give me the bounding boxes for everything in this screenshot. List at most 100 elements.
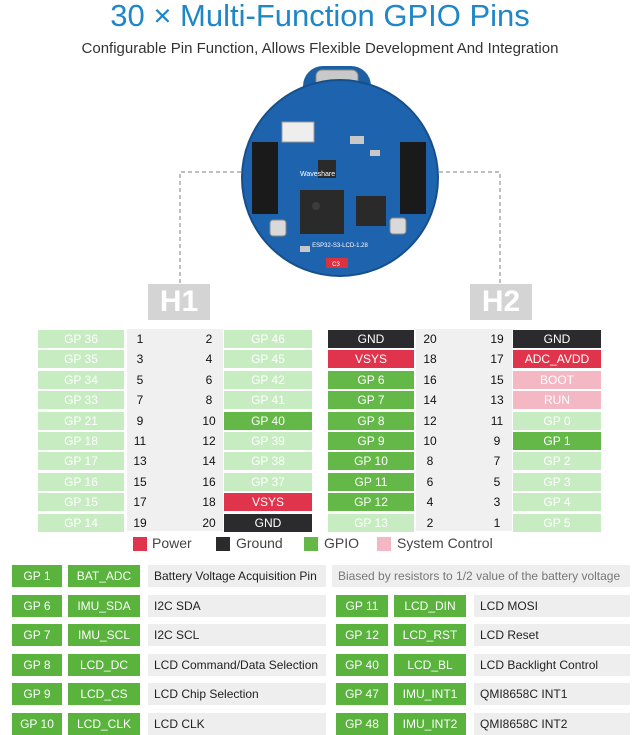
h1-pin-label: GP 40 bbox=[224, 411, 312, 430]
legend-swatch bbox=[377, 537, 391, 551]
function-pin: GP 11 bbox=[336, 594, 388, 617]
h1-pin-number: 20 bbox=[202, 515, 216, 530]
h2-pin-number: 6 bbox=[426, 474, 434, 489]
h1-pin-number: 8 bbox=[205, 393, 213, 408]
h2-pin-number: 18 bbox=[423, 352, 437, 367]
page-subtitle: Configurable Pin Function, Allows Flexib… bbox=[81, 40, 559, 57]
h1-pin-label: GP 16 bbox=[38, 472, 124, 491]
h1-pin-label: GP 37 bbox=[224, 472, 312, 491]
h2-pin-label: GND bbox=[328, 330, 414, 348]
h2-pin-number: 14 bbox=[423, 393, 437, 408]
legend-label: Ground bbox=[236, 535, 283, 551]
h1-pin-label: VSYS bbox=[224, 493, 312, 512]
function-name: IMU_INT1 bbox=[394, 683, 466, 706]
h1-pin-number: 9 bbox=[136, 413, 144, 428]
h2-pin-number: 2 bbox=[426, 515, 434, 530]
h1-pin-number: 1 bbox=[136, 332, 144, 346]
h2-pin-label: GP 7 bbox=[328, 391, 414, 410]
function-description: LCD Reset bbox=[474, 624, 630, 647]
h2-header-pins bbox=[400, 142, 426, 214]
h1-pin-number: 18 bbox=[202, 495, 216, 510]
function-pin: GP 9 bbox=[12, 683, 62, 706]
h2-pin-label: GP 0 bbox=[513, 411, 601, 430]
function-name: LCD_RST bbox=[394, 624, 466, 647]
h1-pin-label: GP 46 bbox=[224, 330, 312, 348]
h2-pin-number: 12 bbox=[423, 413, 437, 428]
logo-text: Waveshare bbox=[300, 171, 335, 178]
h2-pin-number: 16 bbox=[423, 372, 437, 387]
h2-pin-number: 9 bbox=[493, 434, 501, 448]
boot-button bbox=[269, 219, 287, 237]
h1-pin-number: 13 bbox=[133, 454, 147, 469]
h1-pin-number: 17 bbox=[133, 495, 147, 510]
h1-pin-label: GP 42 bbox=[224, 370, 312, 389]
h2-pin-label: BOOT bbox=[513, 370, 601, 389]
h1-pin-label: GP 39 bbox=[224, 432, 312, 450]
function-pin: GP 1 bbox=[12, 565, 62, 587]
function-description: I2C SCL bbox=[148, 624, 326, 647]
function-name: IMU_SCL bbox=[68, 624, 140, 647]
h2-pin-number: 19 bbox=[490, 332, 504, 346]
function-description: LCD Command/Data Selection bbox=[148, 653, 326, 676]
h1-pin-label: GP 45 bbox=[224, 350, 312, 369]
h1-pin-label: GP 38 bbox=[224, 452, 312, 471]
h2-pin-label: GP 9 bbox=[328, 432, 414, 450]
h1-pin-number: 10 bbox=[202, 413, 216, 428]
function-name: LCD_DC bbox=[68, 653, 140, 676]
h1-pin-label: GP 15 bbox=[38, 493, 124, 512]
h2-pin-label: GP 13 bbox=[328, 513, 414, 532]
h2-pin-number: 3 bbox=[493, 495, 501, 510]
h1-pin-number: 3 bbox=[136, 352, 144, 367]
h1-pin-label: GP 41 bbox=[224, 391, 312, 410]
esp32-chip bbox=[300, 190, 344, 234]
h1-pin-number: 16 bbox=[202, 474, 216, 489]
legend-swatch bbox=[216, 537, 230, 551]
h2-pin-label: VSYS bbox=[328, 350, 414, 369]
function-pin: GP 47 bbox=[336, 683, 388, 706]
legend-label: Power bbox=[152, 535, 192, 551]
h1-label: H1 bbox=[148, 284, 210, 320]
function-pin: GP 7 bbox=[12, 624, 62, 647]
h1-pin-label: GP 34 bbox=[38, 370, 124, 389]
function-name: LCD_BL bbox=[394, 653, 466, 676]
function-description: LCD Chip Selection bbox=[148, 683, 326, 706]
small-chip bbox=[318, 160, 336, 178]
c3-label: C3 bbox=[332, 262, 340, 268]
h2-pin-label: GP 1 bbox=[513, 432, 601, 450]
h2-pin-label: ADC_AVDD bbox=[513, 350, 601, 369]
h1-pin-number: 19 bbox=[133, 515, 147, 530]
h1-number-column bbox=[127, 329, 223, 531]
h2-pin-label: GND bbox=[513, 330, 601, 348]
legend-swatch bbox=[304, 537, 318, 551]
h1-pin-label: GP 21 bbox=[38, 411, 124, 430]
function-name: IMU_SDA bbox=[68, 594, 140, 617]
function-name: LCD_CS bbox=[68, 683, 140, 706]
function-description: QMI8658C INT2 bbox=[474, 713, 630, 735]
h1-pin-label: GP 14 bbox=[38, 513, 124, 532]
h1-pin-label: GP 33 bbox=[38, 391, 124, 410]
c3-component bbox=[326, 258, 348, 268]
h2-pin-label: GP 11 bbox=[328, 472, 414, 491]
reset-button bbox=[389, 217, 407, 235]
function-description: LCD Backlight Control bbox=[474, 653, 630, 676]
h2-pin-label: GP 4 bbox=[513, 493, 601, 512]
h2-pin-number: 8 bbox=[426, 454, 434, 469]
h2-pin-number: 5 bbox=[493, 474, 501, 489]
h1-pin-label: GP 35 bbox=[38, 350, 124, 369]
h2-pin-label: GP 3 bbox=[513, 472, 601, 491]
function-name: BAT_ADC bbox=[68, 565, 140, 587]
battery-connector bbox=[281, 121, 315, 143]
h1-pin-number: 11 bbox=[133, 434, 147, 448]
h1-pin-number: 5 bbox=[136, 372, 144, 387]
board-illustration: C3 Waveshare ESP32-S3-LCD-1.28 bbox=[179, 66, 501, 290]
function-name: LCD_DIN bbox=[394, 594, 466, 617]
h2-pin-number: 10 bbox=[423, 434, 437, 448]
function-pin: GP 12 bbox=[336, 624, 388, 647]
h2-pin-number: 15 bbox=[490, 372, 504, 387]
legend-swatch bbox=[133, 537, 147, 551]
h2-pin-number: 17 bbox=[490, 352, 504, 367]
h1-pin-number: 2 bbox=[205, 332, 213, 346]
h2-pin-label: GP 5 bbox=[513, 513, 601, 532]
h1-pin-number: 6 bbox=[205, 372, 213, 387]
h1-pin-label: GP 36 bbox=[38, 330, 124, 348]
